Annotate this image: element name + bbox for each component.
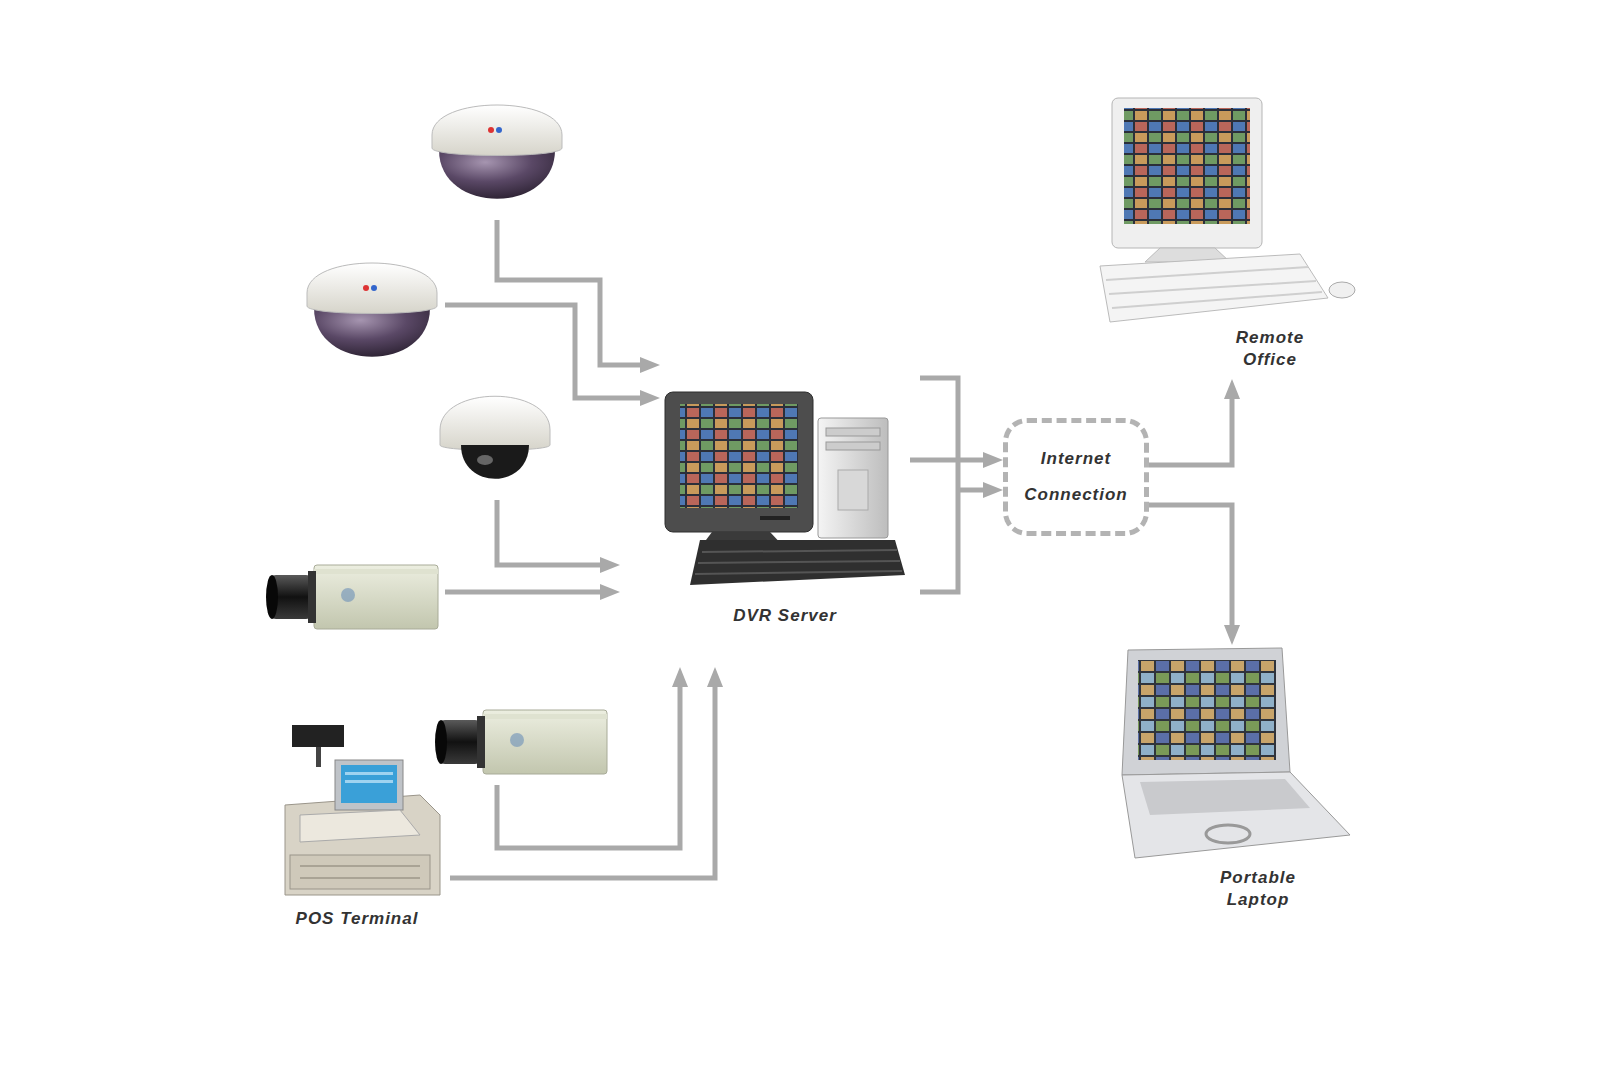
connector-arrow — [1149, 505, 1232, 631]
dome-cap — [307, 263, 437, 314]
feed-arrow — [445, 590, 606, 595]
dome-led — [371, 285, 377, 291]
dome-body — [440, 396, 550, 450]
picture-caption: Portable Laptop — [1201, 867, 1316, 911]
dome-camera — [307, 263, 437, 357]
key-rows — [695, 550, 902, 574]
camera-body — [483, 710, 607, 774]
dvr-server-picture — [665, 392, 905, 585]
dvr-keyboard — [690, 540, 905, 585]
lens-front — [266, 575, 278, 619]
output-bracket — [920, 378, 958, 592]
touchpad — [1206, 825, 1250, 843]
connector-arrow — [910, 458, 989, 463]
cash-drawer — [290, 855, 430, 889]
drawer-line — [300, 877, 420, 879]
dome-led — [363, 285, 369, 291]
picture-caption: POS Terminal — [272, 908, 442, 930]
camera-body — [314, 565, 438, 629]
camera-stripe — [483, 714, 607, 719]
dvr-screen — [680, 404, 798, 508]
dome-led — [496, 127, 502, 133]
pos-terminal-picture — [285, 725, 440, 895]
pos-keyboard — [300, 810, 420, 842]
office-monitor — [1112, 98, 1262, 248]
dome-cap — [432, 105, 562, 156]
pole-display — [292, 725, 344, 747]
picture-caption: Remote Office — [1215, 327, 1325, 371]
box-label: Internet Connection — [1016, 441, 1136, 513]
laptop-screen — [1138, 660, 1276, 760]
display-pole — [316, 747, 321, 767]
laptop-picture — [1122, 648, 1350, 858]
tower-panel — [838, 470, 868, 510]
box-camera — [266, 565, 438, 629]
camera-logo — [510, 733, 524, 747]
drive-bay — [826, 428, 880, 436]
lens-ring — [308, 571, 316, 623]
pc-tower — [818, 418, 888, 538]
laptop-base — [1122, 772, 1350, 858]
camera-stripe — [314, 569, 438, 574]
feed-arrow — [497, 500, 606, 565]
feed-arrow — [497, 220, 646, 365]
portable-laptop: Portable Laptop — [1115, 645, 1355, 915]
dvr-server: DVR Server — [660, 390, 910, 667]
connector-arrow — [450, 681, 715, 878]
dome-camera — [432, 105, 562, 199]
pos-terminal: POS Terminal — [272, 728, 450, 934]
feed-arrow — [497, 681, 680, 848]
lens-highlight — [477, 455, 493, 465]
laptop-lid — [1122, 648, 1290, 775]
box-camera — [435, 710, 607, 774]
pos-screen — [341, 765, 397, 803]
laptop-keys — [1140, 779, 1310, 815]
dome-lens — [439, 150, 555, 199]
lens-front — [435, 720, 447, 764]
remote-office: Remote Office — [1100, 95, 1360, 379]
feed-arrow — [958, 488, 989, 493]
monitor-buttons — [760, 516, 790, 520]
picture-caption: DVR Server — [685, 605, 885, 627]
dvr-monitor — [665, 392, 813, 532]
drawer-line — [300, 865, 420, 867]
key-rows — [1106, 267, 1322, 308]
feed-arrow — [445, 305, 646, 398]
dome-lens — [314, 308, 430, 357]
pos-monitor — [335, 760, 403, 810]
office-screen — [1124, 108, 1250, 224]
mini-dome-camera — [440, 396, 550, 479]
connector-arrow — [1149, 393, 1232, 465]
office-keyboard — [1100, 254, 1328, 322]
mouse — [1329, 282, 1355, 298]
pos-screen-line — [345, 772, 393, 775]
internet-cloud-box: Internet Connection — [1003, 418, 1149, 536]
lens-ring — [477, 716, 485, 768]
drive-bay — [826, 442, 880, 450]
remote-office-picture — [1100, 98, 1355, 322]
camera-logo — [341, 588, 355, 602]
pos-screen-line — [345, 780, 393, 783]
dome-led — [488, 127, 494, 133]
dome-lens — [461, 445, 529, 479]
